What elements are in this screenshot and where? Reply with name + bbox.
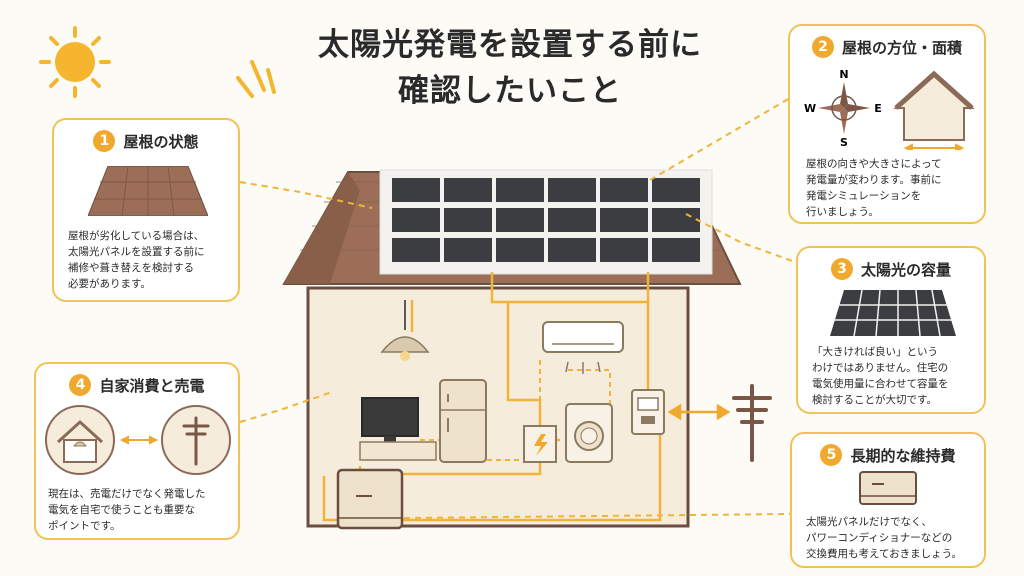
compass-icon: N S W E [804, 68, 882, 148]
card-title: 自家消費と売電 [99, 376, 205, 395]
card-title: 太陽光の容量 [860, 260, 951, 279]
solar-panel-cell [444, 238, 492, 262]
house-outline-icon [893, 70, 975, 150]
solar-panel-cell [392, 238, 440, 262]
solar-panel-cell [548, 208, 596, 232]
card-text-line: 発電量が変わります。事前に [806, 174, 942, 186]
solar-panel-cell [652, 238, 700, 262]
card-text-line: 電気使用量に合わせて容量を [812, 378, 949, 390]
double-arrow [667, 403, 731, 421]
solar-panel-cell [392, 208, 440, 232]
sun-icon [39, 26, 111, 98]
solar-panel-cell [496, 178, 544, 202]
card-roof-orientation: 2 屋根の方位・面積 N S W E 屋根の向きや大きさによって 発電量が変わり… [788, 24, 986, 224]
television [359, 397, 437, 461]
svg-text:W: W [804, 102, 816, 115]
solar-panel-cell [548, 238, 596, 262]
card-text-line: 必要があります。 [68, 278, 151, 290]
solar-panel-cell [496, 208, 544, 232]
card-self-consumption: 4 自家消費と売電 現在は、売電だけでなく発電した 電気を自宅で使うことも重要な… [34, 362, 240, 540]
distribution-board [523, 425, 557, 463]
card-text-line: 「大きければ良い」という [812, 346, 938, 358]
solar-panel-cell [496, 238, 544, 262]
card-text-line: 太陽光パネルを設置する前に [68, 246, 205, 258]
solar-panel-cell [444, 208, 492, 232]
card-solar-capacity: 3 太陽光の容量 「大きければ良い」という わけではありません。住宅の 電気使用… [796, 246, 986, 414]
card-text-line: 交換費用も考えておきましょう。 [806, 548, 963, 560]
power-conditioner-icon [859, 471, 917, 505]
card-body: 屋根が劣化している場合は、 太陽光パネルを設置する前に 補修や葺き替えを検討する… [68, 228, 205, 292]
refrigerator [439, 379, 487, 463]
svg-text:S: S [840, 136, 848, 148]
card-header: 5 長期的な維持費 [792, 444, 984, 466]
card-text-line: 行いましょう。 [806, 206, 879, 218]
solar-panel-cell [652, 208, 700, 232]
card-text-line: 発電シミュレーションを [806, 190, 922, 202]
electric-meter [631, 389, 665, 435]
card-text-line: パワーコンディショナーなどの [806, 532, 953, 544]
card-text-line: わけではありません。住宅の [812, 362, 949, 374]
number-badge: 1 [93, 130, 116, 152]
card-maintenance-cost: 5 長期的な維持費 太陽光パネルだけでなく、 パワーコンディショナーなどの 交換… [790, 432, 986, 568]
card-header: 3 太陽光の容量 [798, 258, 984, 280]
card-title: 長期的な維持費 [850, 446, 956, 465]
solar-panel-cell [444, 178, 492, 202]
solar-panel-cell [652, 178, 700, 202]
roof-tiles-icon [88, 166, 208, 216]
number-badge: 5 [820, 444, 843, 466]
svg-text:E: E [874, 102, 882, 115]
card-text-line: 検討することが大切です。 [812, 394, 937, 406]
solar-panel-icon [830, 289, 956, 337]
connector-lines [239, 97, 796, 519]
svg-text:N: N [839, 68, 848, 81]
number-badge: 4 [69, 374, 92, 396]
solar-panel-cell [548, 178, 596, 202]
number-badge: 3 [830, 258, 853, 280]
title-line-1: 太陽光発電を設置する前に [318, 27, 702, 63]
card-text-line: 屋根の向きや大きさによって [806, 158, 942, 170]
page-title: 太陽光発電を設置する前に 確認したいこと [270, 22, 750, 114]
card-header: 4 自家消費と売電 [36, 374, 238, 396]
number-badge: 2 [811, 36, 834, 58]
card-header: 2 屋根の方位・面積 [790, 36, 984, 58]
card-body: 「大きければ良い」という わけではありません。住宅の 電気使用量に合わせて容量を… [812, 344, 949, 408]
card-title: 屋根の状態 [123, 132, 199, 151]
sun-ray-marks [236, 60, 276, 98]
card-text-line: 補修や葺き替えを検討する [68, 262, 194, 274]
power-conditioner [336, 468, 404, 530]
card-text-line: 太陽光パネルだけでなく、 [806, 516, 932, 528]
solar-panel-cell [392, 178, 440, 202]
washing-machine [565, 403, 613, 463]
card-text-line: ポイントです。 [48, 520, 121, 532]
card-title: 屋根の方位・面積 [841, 38, 962, 57]
utility-pole-icon [732, 384, 772, 462]
card-body: 屋根の向きや大きさによって 発電量が変わります。事前に 発電シミュレーションを … [806, 156, 942, 220]
air-conditioner [542, 321, 624, 374]
card-body: 現在は、売電だけでなく発電した 電気を自宅で使うことも重要な ポイントです。 [48, 486, 206, 534]
house-to-grid-icon [45, 405, 231, 475]
card-header: 1 屋根の状態 [54, 130, 238, 152]
pendant-lamp [380, 300, 430, 361]
title-line-2: 確認したいこと [398, 73, 622, 109]
card-text-line: 現在は、売電だけでなく発電した [48, 488, 206, 500]
card-text-line: 屋根が劣化している場合は、 [68, 230, 205, 242]
solar-panel-cell [600, 178, 648, 202]
solar-panel-cell [600, 208, 648, 232]
solar-panel-cell [600, 238, 648, 262]
card-text-line: 電気を自宅で使うことも重要な [48, 504, 195, 516]
card-body: 太陽光パネルだけでなく、 パワーコンディショナーなどの 交換費用も考えておきまし… [806, 514, 962, 562]
card-roof-condition: 1 屋根の状態 屋根が劣化している場合は、 太陽光パネルを設置する前に 補修や葺… [52, 118, 240, 302]
